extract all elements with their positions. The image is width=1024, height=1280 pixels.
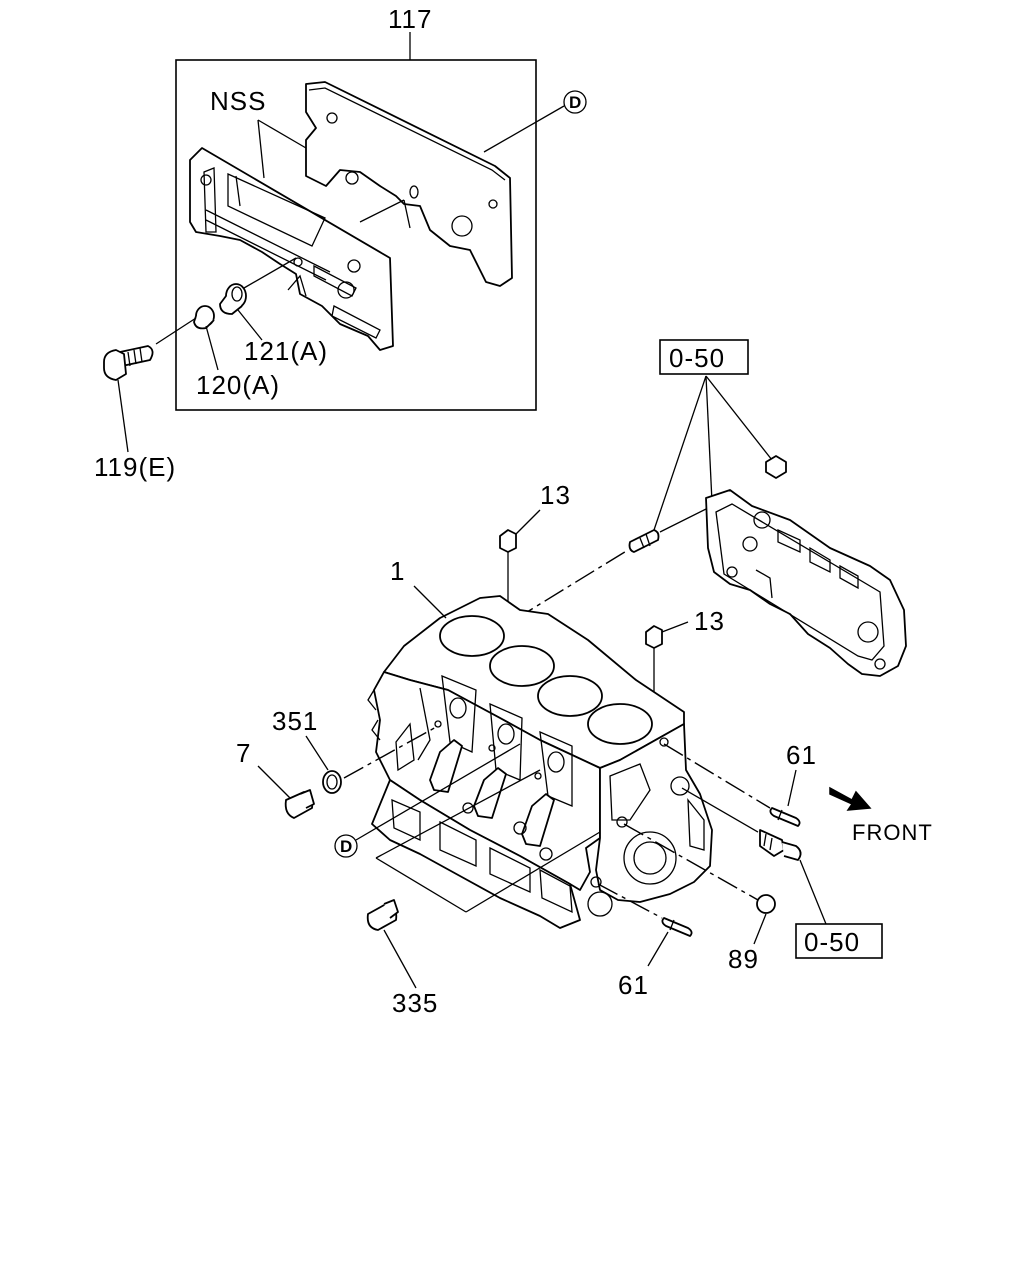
stud-bolt-top bbox=[628, 529, 660, 553]
inset-frame bbox=[175, 59, 537, 411]
label-117[interactable]: 117 bbox=[388, 4, 432, 34]
ref-050-bottom[interactable]: 0-50 bbox=[795, 923, 883, 959]
part-61-dowel-right bbox=[769, 807, 801, 827]
part-120-sleeve bbox=[193, 305, 215, 330]
part-335-drain-plug bbox=[366, 899, 399, 931]
label-front[interactable]: FRONT bbox=[852, 820, 933, 845]
ref-050-bottom-text: 0-50 bbox=[804, 927, 860, 957]
side-cover-plate bbox=[705, 489, 907, 677]
label-13-left[interactable]: 13 bbox=[540, 480, 571, 510]
part-351-oring bbox=[322, 770, 342, 794]
label-120a[interactable]: 120(A) bbox=[196, 370, 280, 400]
gasket-plate-front bbox=[189, 147, 394, 351]
label-13-right[interactable]: 13 bbox=[694, 606, 725, 636]
gasket-plate-rear bbox=[305, 81, 513, 287]
part-13-cap-left bbox=[499, 529, 517, 553]
label-61-right[interactable]: 61 bbox=[786, 740, 817, 770]
label-119e[interactable]: 119(E) bbox=[94, 452, 176, 482]
part-61-dowel-bottom bbox=[661, 917, 693, 937]
ref-d-top[interactable]: D bbox=[563, 90, 587, 114]
label-7[interactable]: 7 bbox=[236, 738, 251, 768]
label-121a[interactable]: 121(A) bbox=[244, 336, 328, 366]
ref-050-top-text: 0-50 bbox=[669, 343, 725, 373]
part-13-cap-right bbox=[645, 625, 663, 649]
label-89[interactable]: 89 bbox=[728, 944, 759, 974]
inset-assembly-117: 117 NSS bbox=[175, 4, 587, 411]
front-arrow-icon bbox=[829, 786, 872, 811]
ref-d-top-letter: D bbox=[569, 93, 582, 112]
part-7-plug bbox=[284, 789, 315, 819]
label-335[interactable]: 335 bbox=[392, 988, 438, 1018]
part-119-bolt bbox=[103, 317, 197, 381]
part-1-cylinder-block bbox=[367, 595, 713, 929]
nut-top bbox=[765, 455, 787, 479]
label-351[interactable]: 351 bbox=[272, 706, 318, 736]
oil-pressure-switch bbox=[759, 829, 802, 861]
label-61-bottom[interactable]: 61 bbox=[618, 970, 649, 1000]
part-89-plug bbox=[756, 894, 776, 914]
label-1[interactable]: 1 bbox=[390, 556, 405, 586]
ref-d-bottom-letter: D bbox=[340, 837, 353, 856]
ref-d-bottom[interactable]: D bbox=[334, 834, 358, 858]
part-121-sleeve bbox=[219, 283, 247, 315]
ref-050-top[interactable]: 0-50 bbox=[659, 339, 749, 375]
label-nss[interactable]: NSS bbox=[210, 86, 266, 116]
